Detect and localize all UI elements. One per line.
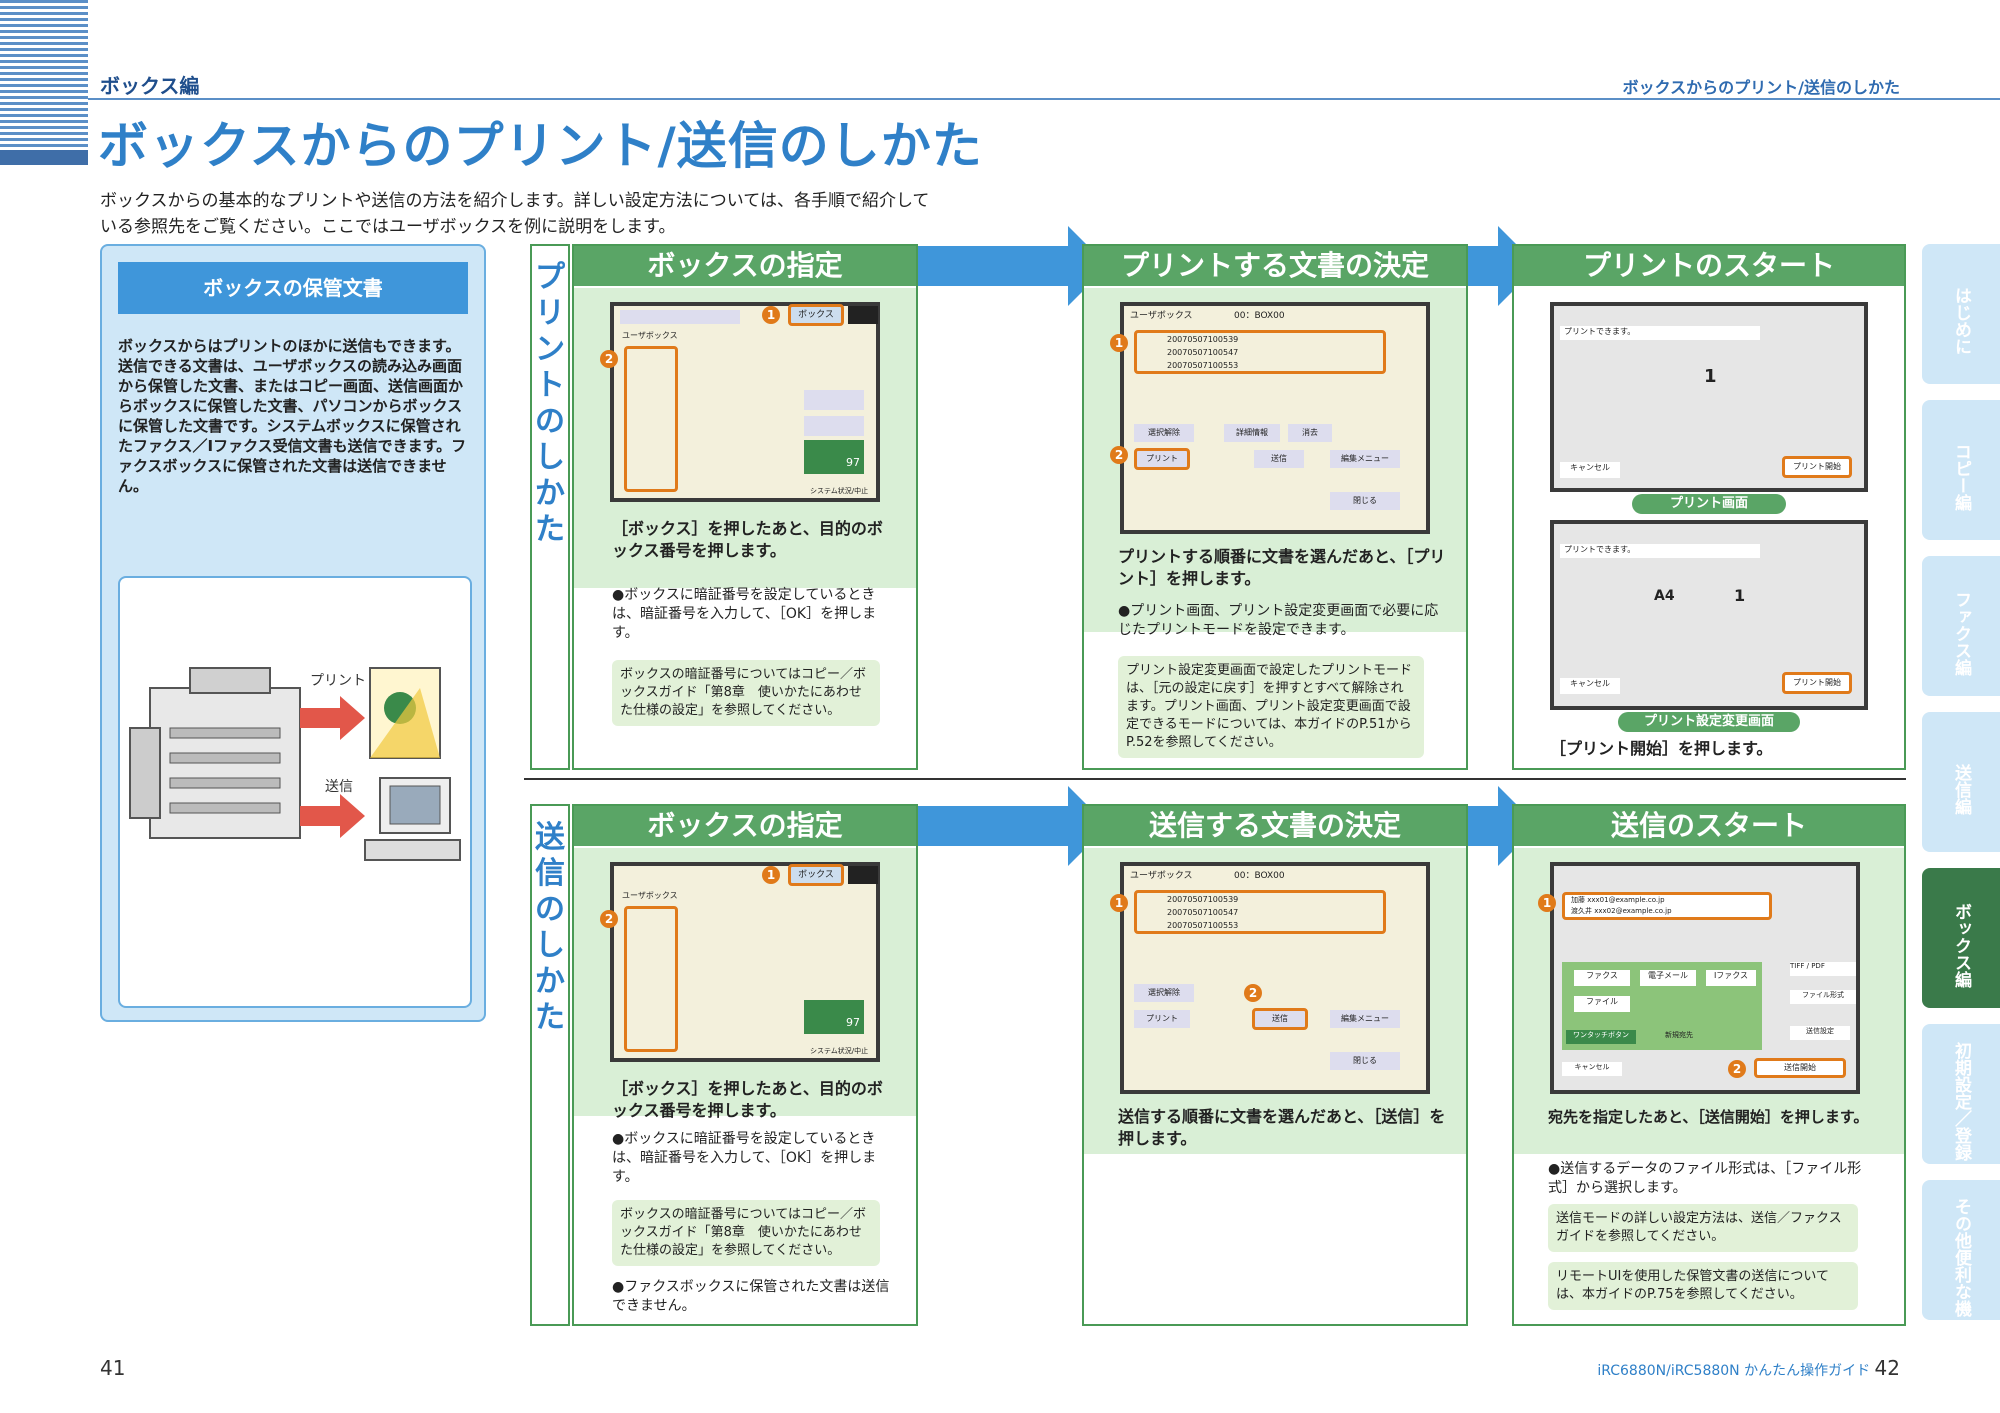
tab-settings[interactable]: 初期設定／登録 xyxy=(1922,1024,2000,1164)
send-step1-title: ボックスの指定 xyxy=(574,806,916,846)
send-label: 送信 xyxy=(325,779,353,795)
box-select-screen: ボックス 1 ユーザボックス 2 97 システム状況/中止 xyxy=(600,862,880,1062)
header-stripes xyxy=(0,0,88,165)
step-number-2: 2 xyxy=(1244,984,1262,1002)
send-step1-bullet: ●ボックスに暗証番号を設定しているときは、暗証番号を入力して、［OK］を押します… xyxy=(612,1131,877,1185)
arrow-button[interactable] xyxy=(848,866,878,884)
stored-documents-box: ボックスの保管文書 ボックスからはプリントのほかに送信もできます。送信できる文書… xyxy=(100,244,486,1022)
intro-text: ボックスからの基本的なプリントや送信の方法を紹介します。詳しい設定方法については… xyxy=(100,191,930,237)
send-button[interactable]: 送信 xyxy=(1252,1008,1308,1030)
step-number-2: 2 xyxy=(600,350,618,368)
send-step1-panel: ボックスの指定 ボックス 1 ユーザボックス 2 97 システム状況/中止 ［ボ… xyxy=(572,804,918,1326)
step-number-2: 2 xyxy=(1110,446,1128,464)
print-step3-panel: プリントのスタート プリントできます。 1 キャンセル プリント開始 プリント画… xyxy=(1512,244,1906,770)
stored-documents-heading: ボックスの保管文書 xyxy=(118,262,468,314)
step-arrow-icon xyxy=(1468,786,1538,866)
print-button[interactable]: プリント xyxy=(1134,448,1190,470)
tab-box[interactable]: ボックス編 xyxy=(1922,868,2000,1008)
step-number-1: 1 xyxy=(762,306,780,324)
device-illustration: プリント 送信 xyxy=(118,576,472,1008)
page-title: ボックスからのプリント/送信のしかた xyxy=(98,117,983,175)
step-number-1: 1 xyxy=(1110,894,1128,912)
step-number-1: 1 xyxy=(1538,894,1556,912)
header-stripe-block xyxy=(0,150,88,165)
send-step3-caption: 宛先を指定したあと、［送信開始］を押します。 xyxy=(1548,1108,1869,1126)
box-usage-percent: 97 xyxy=(804,1000,864,1034)
guide-title: iRC6880N/iRC5880N かんたん操作ガイド xyxy=(1597,1363,1871,1379)
send-side-label: 送信のしかた xyxy=(530,804,570,1326)
print-settings-screen-label: プリント設定変更画面 xyxy=(1618,712,1800,732)
print-step2-caption: プリントする順番に文書を選んだあと、［プリント］を押します。 xyxy=(1118,547,1446,588)
send-step3-note1: 送信モードの詳しい設定方法は、送信／ファクスガイドを参照してください。 xyxy=(1548,1204,1858,1252)
step-number-1: 1 xyxy=(762,866,780,884)
step-arrow-icon xyxy=(1468,226,1538,306)
print-step2-bullet: ●プリント画面、プリント設定変更画面で必要に応じたプリントモードを設定できます。 xyxy=(1118,603,1439,638)
print-settings-screen: プリントできます。 A4 1 キャンセル プリント開始 xyxy=(1550,520,1868,710)
send-step1-note: ボックスの暗証番号についてはコピー／ボックスガイド「第8章 使いかたにあわせた仕… xyxy=(612,1200,880,1266)
print-step2-note: プリント設定変更画面で設定したプリントモードは、［元の設定に戻す］を押すとすべて… xyxy=(1118,656,1424,758)
send-step2-title: 送信する文書の決定 xyxy=(1084,806,1466,846)
footer-right: iRC6880N/iRC5880N かんたん操作ガイド 42 xyxy=(1597,1356,1900,1380)
box-number-buttons[interactable] xyxy=(624,906,678,1052)
send-step2-panel: 送信する文書の決定 ユーザボックス 00：BOX00 1 20070507100… xyxy=(1082,804,1468,1326)
print-step1-bullet: ●ボックスに暗証番号を設定しているときは、暗証番号を入力して、［OK］を押します… xyxy=(612,587,877,641)
print-step2-title: プリントする文書の決定 xyxy=(1084,246,1466,286)
arrow-button[interactable] xyxy=(848,306,878,324)
box-number-buttons[interactable] xyxy=(624,346,678,492)
stored-documents-text: ボックスからはプリントのほかに送信もできます。送信できる文書は、ユーザボックスの… xyxy=(118,337,467,495)
tab-fax[interactable]: ファクス編 xyxy=(1922,556,2000,696)
tab-send[interactable]: 送信編 xyxy=(1922,712,2000,852)
print-step1-title: ボックスの指定 xyxy=(574,246,916,286)
left-page-number: 41 xyxy=(100,1356,126,1380)
print-step3-title: プリントのスタート xyxy=(1514,246,1904,286)
print-screen-label: プリント画面 xyxy=(1632,494,1786,514)
header-line xyxy=(88,98,2000,100)
send-step2-caption: 送信する順番に文書を選んだあと、［送信］を押します。 xyxy=(1118,1107,1446,1148)
section-label: ボックス編 xyxy=(100,74,200,98)
print-screen: プリントできます。 1 キャンセル プリント開始 xyxy=(1550,302,1868,492)
right-running-title: ボックスからのプリント/送信のしかた xyxy=(1622,78,1900,97)
copies-value: 1 xyxy=(1704,366,1717,387)
row-divider xyxy=(524,778,1906,780)
print-step1-caption: ［ボックス］を押したあと、目的のボックス番号を押します。 xyxy=(612,519,883,560)
print-start-button[interactable]: プリント開始 xyxy=(1782,672,1852,694)
print-start-button[interactable]: プリント開始 xyxy=(1782,456,1852,478)
tab-other-features[interactable]: その他便利な機能 xyxy=(1873,1180,2000,1320)
print-step1-note: ボックスの暗証番号についてはコピー／ボックスガイド「第8章 使いかたにあわせた仕… xyxy=(612,660,880,726)
step-number-2: 2 xyxy=(600,910,618,928)
step-arrow-icon xyxy=(918,786,1108,866)
copier-illustration-icon xyxy=(129,667,461,861)
box-tab-button[interactable]: ボックス xyxy=(788,304,844,326)
print-step2-panel: プリントする文書の決定 ユーザボックス 00：BOX00 1 200705071… xyxy=(1082,244,1468,770)
box-usage-percent: 97 xyxy=(804,440,864,474)
tab-introduction[interactable]: はじめに xyxy=(1922,244,2000,384)
send-step3-note2: リモートUIを使用した保管文書の送信については、本ガイドのP.75を参照してくだ… xyxy=(1548,1262,1858,1310)
print-label: プリント xyxy=(310,673,366,689)
send-start-button[interactable]: 送信開始 xyxy=(1754,1058,1846,1078)
send-step1-bullet2: ●ファクスボックスに保管された文書は送信できません。 xyxy=(612,1279,890,1314)
step-number-1: 1 xyxy=(1110,334,1128,352)
send-step3-title: 送信のスタート xyxy=(1514,806,1904,846)
step-number-2: 2 xyxy=(1728,1060,1746,1078)
tab-copy[interactable]: コピー編 xyxy=(1922,400,2000,540)
send-step3-bullet: ●送信するデータのファイル形式は、［ファイル形式］から選択します。 xyxy=(1548,1161,1862,1196)
print-step3-caption: ［プリント開始］を押します。 xyxy=(1550,739,1773,758)
step-arrow-icon xyxy=(918,226,1108,306)
print-side-label: プリントのしかた xyxy=(530,244,570,770)
send-step1-caption: ［ボックス］を押したあと、目的のボックス番号を押します。 xyxy=(612,1079,883,1120)
print-step1-panel: ボックスの指定 ボックス 1 ユーザボックス 2 97 システム状況/中止 ［ボ… xyxy=(572,244,918,770)
box-tab-button[interactable]: ボックス xyxy=(788,864,844,886)
right-page-number: 42 xyxy=(1874,1356,1900,1380)
box-select-screen: ボックス 1 ユーザボックス 2 97 システム状況/中止 xyxy=(600,302,880,502)
